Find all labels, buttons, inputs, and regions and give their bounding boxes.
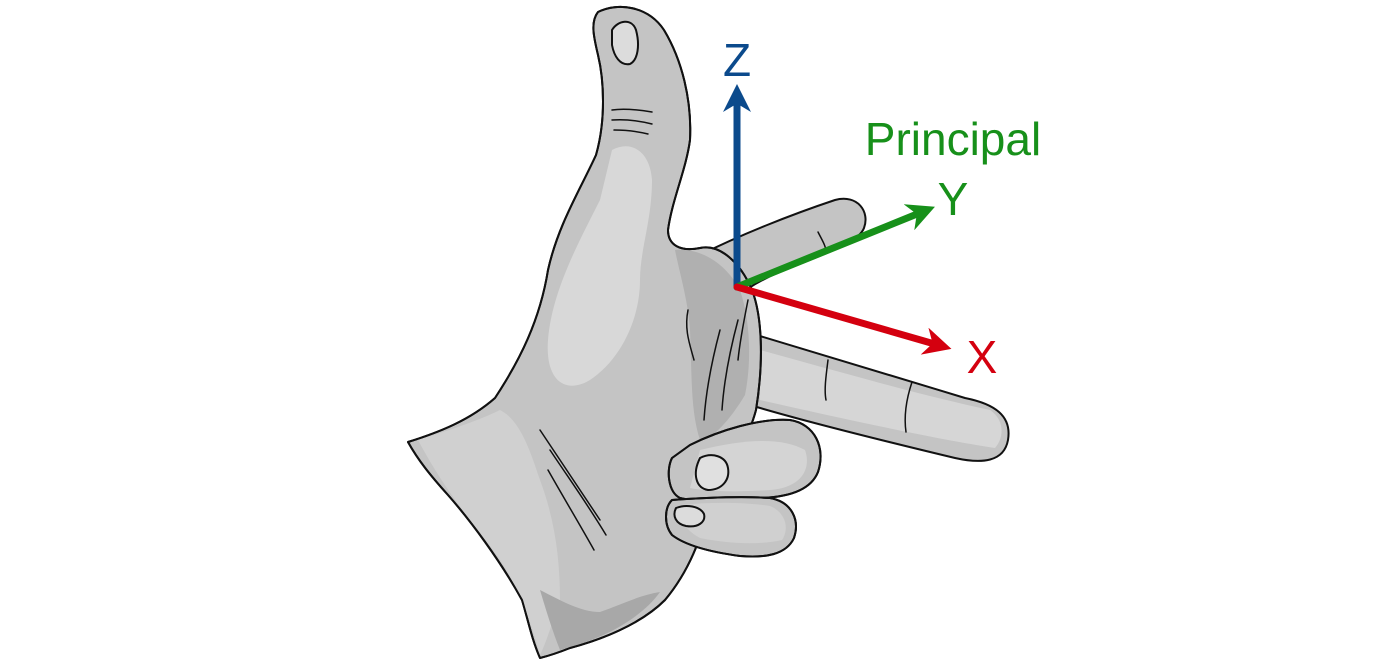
x-axis-label: X — [967, 331, 998, 383]
y-axis-label: Y — [938, 173, 969, 225]
thumbnail — [611, 20, 639, 66]
coordinate-axes — [723, 84, 952, 355]
z-axis-label: Z — [723, 34, 751, 86]
y-axis-label-principal: Principal — [865, 113, 1041, 165]
y-axis-arrow — [733, 204, 935, 291]
x-axis-arrow — [733, 283, 952, 355]
hand-illustration — [407, 5, 1010, 659]
